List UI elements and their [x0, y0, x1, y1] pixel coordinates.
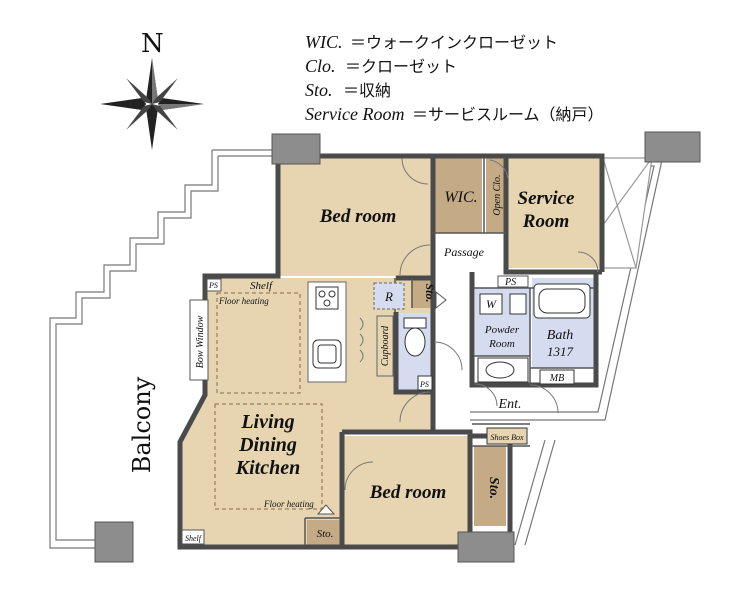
mb-box [539, 369, 575, 385]
balcony-label: Balcony [128, 376, 156, 473]
powder-label-2: Room [488, 338, 515, 350]
floor-heating-area-2 [214, 403, 323, 510]
dining-chairs [359, 317, 364, 363]
refrigerator-space [373, 282, 405, 310]
entrance-label: Ent. [498, 397, 522, 412]
toilet-icon [403, 317, 427, 357]
shoes-box-label: Shoes Box [490, 433, 524, 442]
shoes-box [486, 427, 528, 445]
legend-service-desc: ＝サービスルーム（納戸） [412, 105, 604, 124]
bed-room-bottom-label: Bed room [369, 482, 447, 503]
washer-space [479, 293, 503, 315]
north-label: N [141, 29, 164, 59]
sto-label-3: Sto. [317, 528, 334, 540]
bath-label: Bath [547, 328, 573, 343]
bow-window-label: Bow Window [195, 315, 206, 368]
bow-window [189, 299, 209, 381]
bath-size-label: 1317 [547, 344, 574, 359]
washbasin-icon [477, 357, 529, 383]
sto-label-1: Sto. [423, 283, 437, 302]
arrow-icon [435, 290, 447, 310]
ldk-label-2: Dining [238, 434, 297, 456]
bed-room-top-label: Bed room [319, 206, 397, 227]
shelf-bottom-label: Shelf [185, 534, 203, 543]
east-balcony [470, 157, 663, 546]
kitchen-counter [307, 281, 347, 383]
ps-top-label: PS [504, 277, 516, 288]
ldk-label-1: Living [240, 411, 294, 433]
cupboard [376, 315, 394, 377]
floor-heating-label-1: Floor heating [218, 296, 269, 306]
compass-rose-icon [100, 58, 204, 150]
ps-toilet-box [417, 375, 433, 391]
wic-label: WIC. [444, 189, 477, 206]
legend-wic: WIC. [305, 32, 343, 52]
ps-left-label: PS [208, 281, 218, 290]
ps-left-box [206, 278, 222, 292]
open-clo-label: Open Clo. [492, 174, 503, 215]
legend-service: Service Room [305, 104, 404, 124]
service-label-1: Service [518, 188, 576, 209]
powder-label-1: Powder [484, 324, 520, 336]
service-label-2: Room [522, 211, 569, 232]
ps-top-box [497, 275, 529, 288]
legend: WIC. ＝ウォークインクローゼット Clo. ＝クローゼット Sto. ＝収納… [305, 32, 604, 124]
bathtub-icon [533, 283, 591, 319]
legend-wic-desc: ＝ウォークインクローゼット [350, 33, 558, 52]
legend-clo-desc: ＝クローゼット [345, 57, 457, 76]
shelf-bottom-box [181, 529, 205, 545]
legend-sto-desc: ＝収納 [343, 81, 391, 100]
balcony-outline [49, 149, 275, 549]
refrigerator-label: R [384, 289, 393, 304]
sto-label-2: Sto. [486, 477, 501, 499]
cupboard-label: Cupboard [380, 325, 391, 366]
shelf-top-label: Shelf [250, 280, 274, 292]
powder-shelf [509, 293, 527, 315]
ldk-label-3: Kitchen [235, 457, 300, 479]
ps-toilet-label: PS [419, 380, 429, 389]
legend-clo: Clo. [305, 56, 336, 76]
passage-label: Passage [443, 245, 485, 259]
mb-label: MB [549, 373, 564, 384]
pillars [94, 131, 701, 563]
legend-sto: Sto. [305, 80, 333, 100]
washer-label: W [486, 297, 497, 311]
floor-heating-label-2: Floor heating [263, 499, 314, 509]
floor-heating-area-1 [216, 292, 301, 394]
doors [344, 157, 599, 491]
